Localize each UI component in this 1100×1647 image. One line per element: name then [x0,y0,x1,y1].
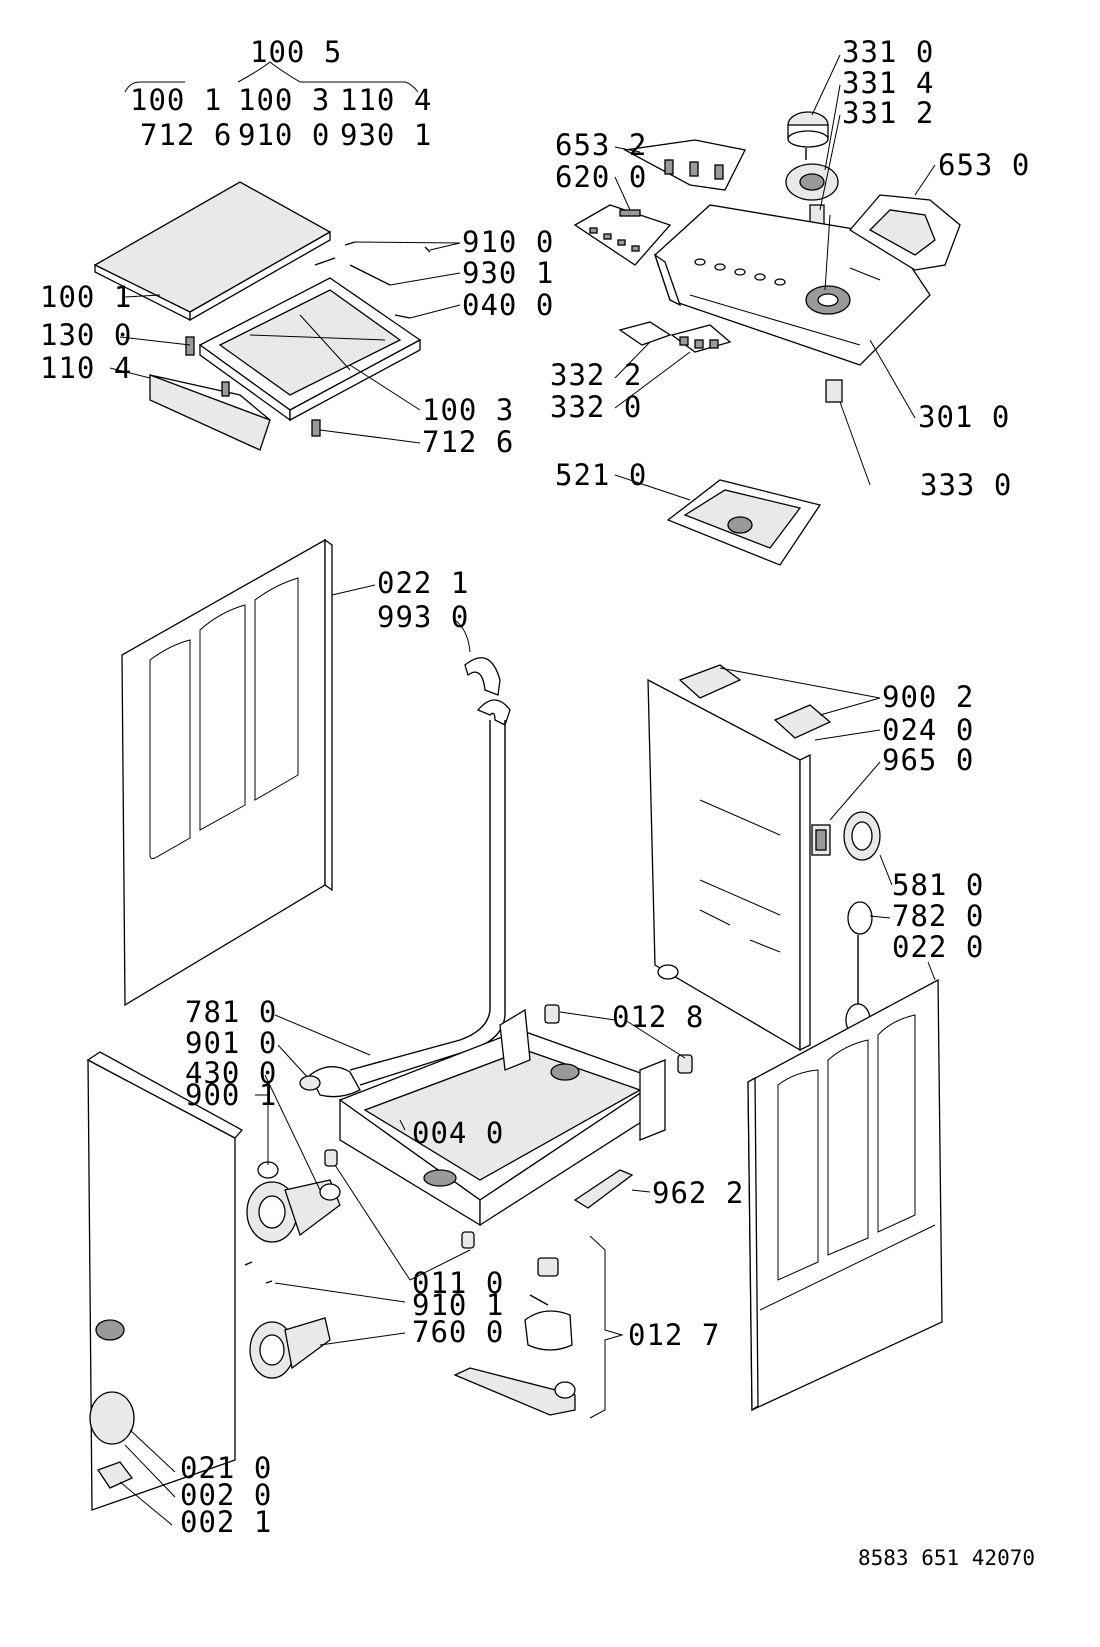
callout-331-0: 331 0 [842,35,934,69]
callout-011-0: 011 0 [412,1266,504,1300]
callout-581-0: 581 0 [892,868,984,902]
feet-012-8-parts [324,1004,693,1249]
hose-993-part [309,657,511,1098]
switch-333-part [825,379,843,403]
front-panel-part [149,374,271,451]
callout-002-1: 002 1 [180,1505,272,1539]
callout-900-2: 900 2 [882,680,974,714]
callout-100-1: 100 1 [40,280,132,314]
worktop-lid-part [93,181,332,322]
callout-012-7: 012 7 [628,1318,720,1352]
callout-301-0: 301 0 [918,400,1010,434]
callout-900-1: 900 1 [185,1078,277,1112]
callout-331-4: 331 4 [842,66,934,100]
callout-782-0: 782 0 [892,899,984,933]
callout-333-0: 333 0 [920,468,1012,502]
callout-781-0: 781 0 [185,995,277,1029]
dial-ring-part [785,163,839,201]
small-hinge-parts [185,241,431,437]
callout-332-2: 332 2 [550,358,642,392]
callout-024-0: 024 0 [882,713,974,747]
callout-993-0: 993 0 [377,600,469,634]
bracket-012-7 [589,1235,624,1419]
bracket-653-0-part [849,194,961,271]
callout-021-0: 021 0 [180,1451,272,1485]
lock-012-7-parts [453,1257,576,1416]
leaders-top-right [614,54,936,501]
side-panel-left-part [121,538,333,1007]
callout-002-0: 002 0 [180,1478,272,1512]
callout-712-6-top: 712 6 [140,118,232,152]
callout-130-0: 130 0 [40,318,132,352]
bracket-962-2-part [573,1169,634,1209]
clip-002-part [97,1461,134,1489]
base-frame-004-part [338,1008,666,1227]
callout-100-3-top: 100 3 [238,83,330,117]
callout-100-1-top: 100 1 [130,83,222,117]
filter-965-part [811,824,831,856]
callout-012-8: 012 8 [612,1000,704,1034]
leaders-top-left [109,241,461,444]
callout-331-2: 331 2 [842,96,934,130]
callout-521-0: 521 0 [555,458,647,492]
knob-part [787,111,829,160]
callout-930-1-top: 930 1 [340,118,432,152]
pressure-switch-581-part [843,811,881,861]
callout-430-0: 430 0 [185,1056,277,1090]
callout-022-1: 022 1 [377,566,469,600]
callout-965-0: 965 0 [882,743,974,777]
screw-910-1-parts [244,1261,273,1284]
service-door-021-part [89,1391,135,1445]
callout-004-0: 004 0 [412,1116,504,1150]
top-frame-part [198,277,422,422]
callout-930-1: 930 1 [462,256,554,290]
bracket-653-2-part [622,139,746,191]
rear-panel-part [647,678,811,1052]
callout-100-3: 100 3 [422,393,514,427]
dispenser-521-part [666,479,822,566]
callout-110-4: 110 4 [40,351,132,385]
callout-910-1: 910 1 [412,1288,504,1322]
callout-910-0: 910 0 [462,225,554,259]
top-left-group-header: 100 5 100 1 100 3 110 4 712 6 910 0 930 … [124,35,432,152]
leader-993-0 [454,619,471,653]
bracket-100-5 [237,61,419,93]
document-code: 8583 651 42070 [858,1546,1035,1570]
pressure-hose-782-part [845,901,873,1037]
callout-040-0: 040 0 [462,288,554,322]
button-bar-332-part [618,321,732,353]
valve-900-2-parts [678,664,832,739]
console-panel-part [653,204,931,366]
callout-022-0: 022 0 [892,930,984,964]
pump-430-part [246,1179,341,1243]
callout-760-0: 760 0 [412,1315,504,1349]
callout-110-4-top: 110 4 [340,83,432,117]
display-board-part [573,204,672,266]
callout-910-0-top: 910 0 [238,118,330,152]
leaders-mid-right [719,667,893,919]
callout-962-2: 962 2 [652,1176,744,1210]
callout-332-0: 332 0 [550,390,642,424]
callout-712-6: 712 6 [422,425,514,459]
callout-653-2: 653 2 [555,128,647,162]
filter-760-part [249,1317,331,1379]
side-panel-right-part [747,978,943,1412]
callout-620-0: 620 0 [555,160,647,194]
callout-653-0: 653 0 [938,148,1030,182]
clip-901-0-part [299,1075,321,1091]
callout-901-0: 901 0 [185,1026,277,1060]
leaders-bottom-left [119,1074,406,1526]
bracket-left [124,81,185,93]
callout-100-5: 100 5 [250,35,342,69]
leader-022-1 [331,584,376,596]
leaders-center [274,1011,686,1281]
leader-022-0 [927,961,936,981]
